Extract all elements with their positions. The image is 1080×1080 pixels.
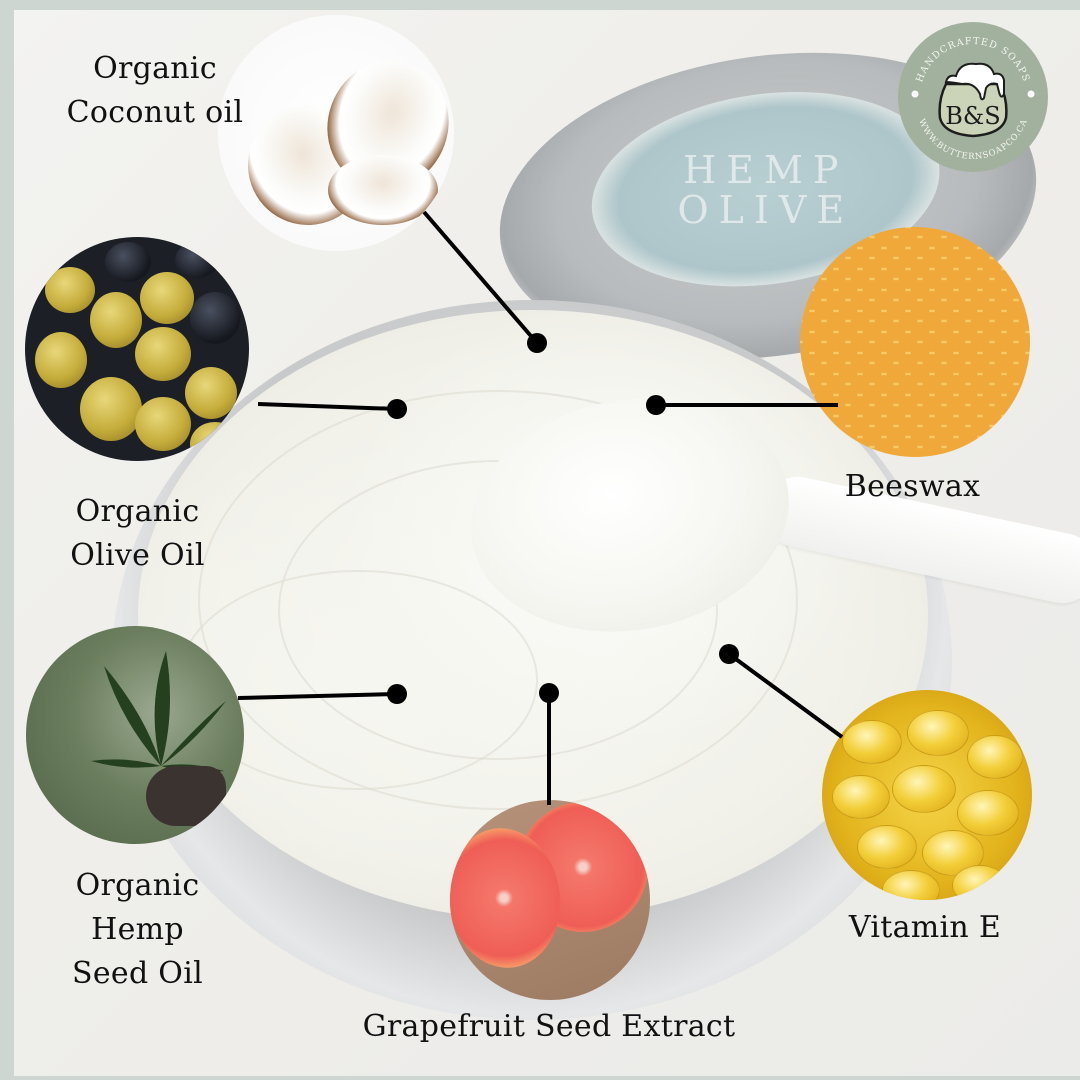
- olives-image: [25, 237, 249, 461]
- coconut-image: [218, 15, 454, 251]
- black-olive: [190, 292, 240, 344]
- grapefruit-image: [450, 800, 650, 1000]
- capsule: [832, 775, 890, 819]
- capsule: [882, 870, 940, 900]
- capsule: [952, 865, 1008, 900]
- label-line: Hemp: [91, 912, 184, 947]
- label-line: Coconut oil: [66, 95, 244, 130]
- brand-logo: HANDCRAFTED SOAPS WWW.BUTTERNSOAPCO.CA B…: [898, 22, 1048, 172]
- lid-text-line1: HEMP: [683, 148, 849, 193]
- capsule: [892, 765, 956, 813]
- capsule: [907, 710, 969, 756]
- capsule: [842, 720, 902, 764]
- label-line: Beeswax: [844, 469, 981, 504]
- vitamin-e-capsules-image: [822, 690, 1032, 900]
- label-line: Seed Oil: [72, 956, 203, 991]
- green-olive: [140, 272, 194, 324]
- label-hemp: Organic Hemp Seed Oil: [55, 864, 220, 996]
- green-olive: [185, 367, 237, 419]
- coconut-piece: [328, 155, 438, 225]
- label-line: Organic: [75, 494, 200, 529]
- label-vitamin-e: Vitamin E: [825, 906, 1025, 950]
- label-olive: Organic Olive Oil: [55, 490, 220, 578]
- lid-text-line2: OLIVE: [677, 188, 855, 233]
- green-olive: [90, 292, 142, 348]
- svg-text:B&S: B&S: [945, 102, 1000, 130]
- honeycomb-image: [800, 227, 1030, 457]
- label-line: Organic: [93, 51, 217, 86]
- cream-swirl: [198, 390, 798, 810]
- green-olive: [135, 327, 191, 381]
- label-line: Vitamin E: [848, 910, 1002, 945]
- label-line: Grapefruit Seed Extract: [362, 1009, 736, 1044]
- label-line: Olive Oil: [70, 538, 205, 573]
- capsule: [967, 735, 1023, 779]
- label-coconut: Organic Coconut oil: [50, 47, 260, 135]
- capsule: [857, 825, 917, 869]
- capsule: [957, 790, 1019, 836]
- green-olive: [135, 397, 191, 451]
- hand: [146, 766, 226, 826]
- label-line: Organic: [75, 868, 200, 903]
- tin-lid-text: HEMP OLIVE: [591, 148, 941, 233]
- black-olive: [105, 242, 151, 282]
- label-grapefruit: Grapefruit Seed Extract: [340, 1005, 758, 1049]
- green-olive: [45, 267, 95, 313]
- black-olive: [175, 242, 219, 278]
- green-olive: [35, 332, 87, 388]
- jar-logo-icon: HANDCRAFTED SOAPS WWW.BUTTERNSOAPCO.CA B…: [911, 36, 1035, 162]
- hemp-leaf-image: [26, 626, 244, 844]
- green-olive: [80, 377, 142, 441]
- green-olive: [190, 422, 240, 461]
- label-beeswax: Beeswax: [830, 465, 995, 509]
